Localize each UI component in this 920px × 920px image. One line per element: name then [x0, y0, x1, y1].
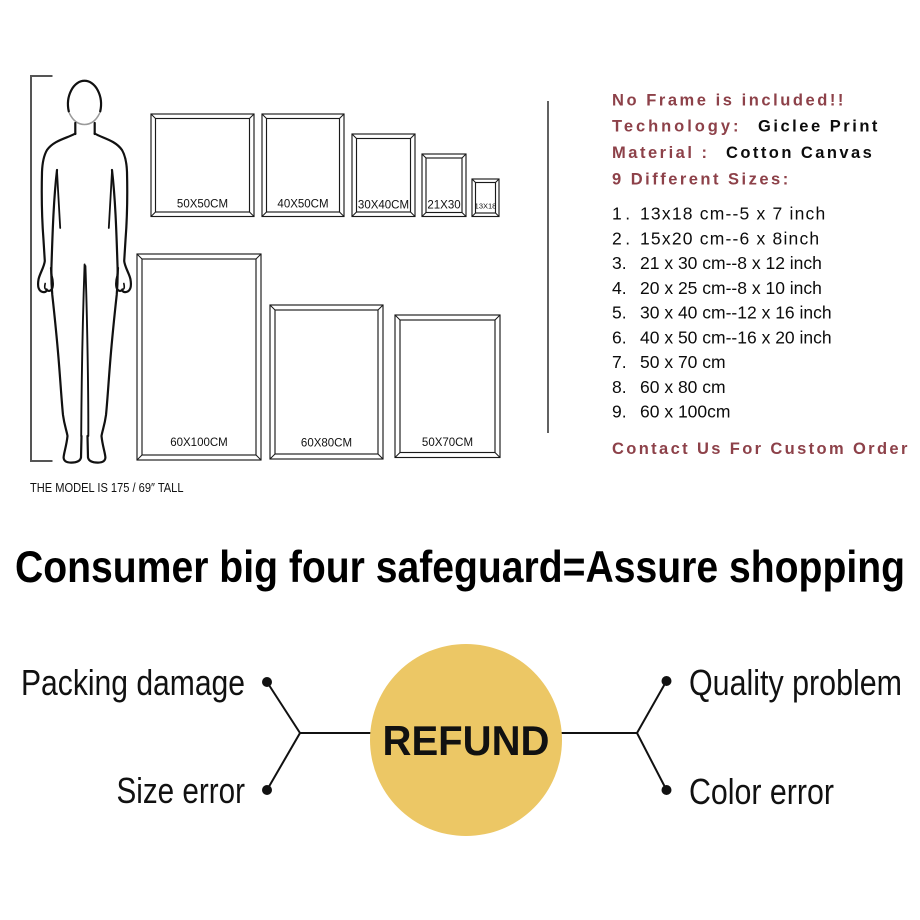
svg-text:1 .: 1 .	[612, 204, 630, 224]
svg-text:Color error: Color error	[689, 771, 834, 812]
svg-text:9 Different Sizes:: 9 Different Sizes:	[612, 171, 791, 189]
svg-text:40X50CM: 40X50CM	[277, 199, 328, 211]
svg-text:4.: 4.	[612, 278, 627, 298]
svg-text:13x18 cm--5 x 7 inch: 13x18 cm--5 x 7 inch	[640, 204, 826, 224]
svg-text:50X70CM: 50X70CM	[422, 437, 473, 449]
svg-text:6.: 6.	[612, 327, 627, 347]
svg-text:60 x 100cm: 60 x 100cm	[640, 402, 730, 422]
svg-text:50X50CM: 50X50CM	[177, 199, 228, 211]
svg-text:50 x 70 cm: 50 x 70 cm	[640, 352, 726, 372]
svg-text:Giclee Print: Giclee Print	[758, 118, 880, 136]
svg-text:30X40CM: 30X40CM	[358, 200, 409, 212]
svg-text:No Frame is included!!: No Frame is included!!	[612, 92, 846, 110]
svg-text:15x20 cm--6 x 8inch: 15x20 cm--6 x 8inch	[640, 228, 820, 248]
svg-text:5.: 5.	[612, 303, 627, 323]
svg-text:Cotton Canvas: Cotton Canvas	[726, 144, 874, 162]
svg-text:40 x 50 cm--16 x 20 inch: 40 x 50 cm--16 x 20 inch	[640, 327, 832, 347]
svg-text:21X30: 21X30	[427, 200, 460, 212]
svg-text:Technology:: Technology:	[612, 118, 741, 136]
svg-text:Packing damage: Packing damage	[21, 662, 245, 703]
svg-text:Quality problem: Quality problem	[689, 662, 902, 703]
svg-text:21 x 30 cm--8 x 12 inch: 21 x 30 cm--8 x 12 inch	[640, 253, 822, 273]
svg-text:20 x 25 cm--8 x 10 inch: 20 x 25 cm--8 x 10 inch	[640, 278, 822, 298]
svg-text:REFUND: REFUND	[383, 717, 550, 764]
svg-text:13X18: 13X18	[475, 202, 497, 211]
svg-text:7.: 7.	[612, 352, 627, 372]
svg-text:3.: 3.	[612, 253, 627, 273]
svg-text:9.: 9.	[612, 402, 627, 422]
svg-text:60X80CM: 60X80CM	[301, 438, 352, 450]
svg-text:Material :: Material :	[612, 144, 710, 162]
svg-text:2 .: 2 .	[612, 228, 630, 248]
svg-text:30 x 40 cm--12 x 16 inch: 30 x 40 cm--12 x 16 inch	[640, 303, 832, 323]
svg-text:Contact Us For Custom Order: Contact Us For Custom Order	[612, 440, 910, 458]
svg-text:Size error: Size error	[117, 770, 246, 811]
svg-text:THE MODEL IS 175 / 69″ TALL: THE MODEL IS 175 / 69″ TALL	[30, 480, 184, 495]
svg-text:60X100CM: 60X100CM	[170, 437, 228, 449]
svg-text:Consumer big four safeguard=As: Consumer big four safeguard=Assure shopp…	[15, 543, 905, 592]
svg-text:60 x 80 cm: 60 x 80 cm	[640, 377, 726, 397]
svg-text:8.: 8.	[612, 377, 627, 397]
